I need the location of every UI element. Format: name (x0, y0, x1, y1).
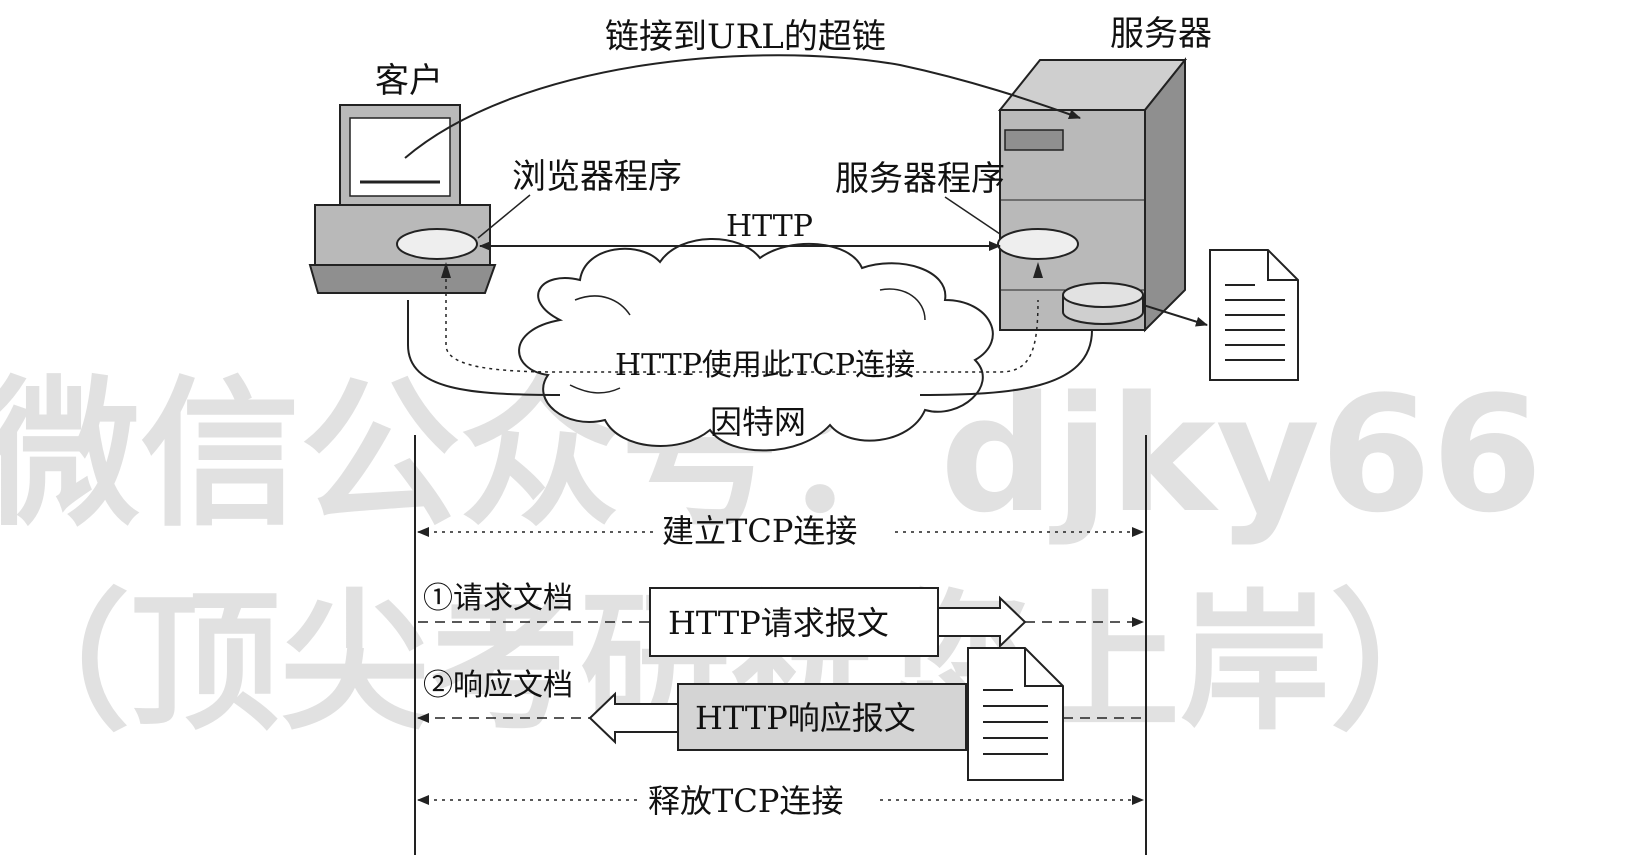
client-label: 客户 (375, 61, 443, 101)
browser-program-ellipse (396, 228, 478, 260)
server-tower-icon (997, 57, 1188, 333)
request-block-arrow (937, 595, 1027, 649)
browser-pointer-line (477, 194, 531, 239)
http-response-box (677, 683, 967, 751)
http-response-label: HTTP响应报文 (695, 699, 916, 737)
response-block-arrow (588, 691, 679, 745)
top-labels: 链接到URL的超链 服务器 客户 浏览器程序 服务器程序 HTTP HTTP使用… (375, 14, 1212, 441)
response-document-icon (967, 647, 1064, 781)
http-request-box (649, 587, 939, 657)
top-connectors (404, 54, 1208, 396)
document-icon (1209, 249, 1299, 381)
internet-label: 因特网 (710, 403, 806, 441)
server-pointer-line (944, 196, 1001, 235)
tcp-dotted-path (445, 265, 1039, 373)
disk-to-doc-arrow (1142, 304, 1208, 327)
browser-program-label: 浏览器程序 (512, 157, 682, 197)
tcp-solid-path (407, 300, 561, 396)
server-program-label: 服务器程序 (835, 159, 1005, 199)
server-program-ellipse (997, 228, 1079, 260)
disk-icon (1062, 282, 1144, 325)
release-tcp-label: 释放TCP连接 (648, 782, 843, 820)
request-doc-label: ①请求文档 (423, 581, 573, 616)
http-request-label: HTTP请求报文 (668, 604, 889, 642)
tcp-use-label: HTTP使用此TCP连接 (615, 348, 915, 383)
hyperlink-arrow (404, 54, 1081, 159)
internet-cloud (518, 238, 994, 452)
tcp-solid-path-right (919, 329, 1093, 396)
response-doc-label: ②响应文档 (423, 668, 573, 703)
client-computer-icon (308, 104, 497, 294)
server-label: 服务器 (1110, 14, 1212, 54)
establish-tcp-label: 建立TCP连接 (662, 512, 857, 550)
hyperlink-label: 链接到URL的超链 (605, 17, 886, 57)
http-label: HTTP (726, 209, 813, 244)
sequence-diagram: 建立TCP连接 ①请求文档 HTTP请求报文 ②响应文档 HTTP响应报文 释放… (414, 435, 1147, 855)
